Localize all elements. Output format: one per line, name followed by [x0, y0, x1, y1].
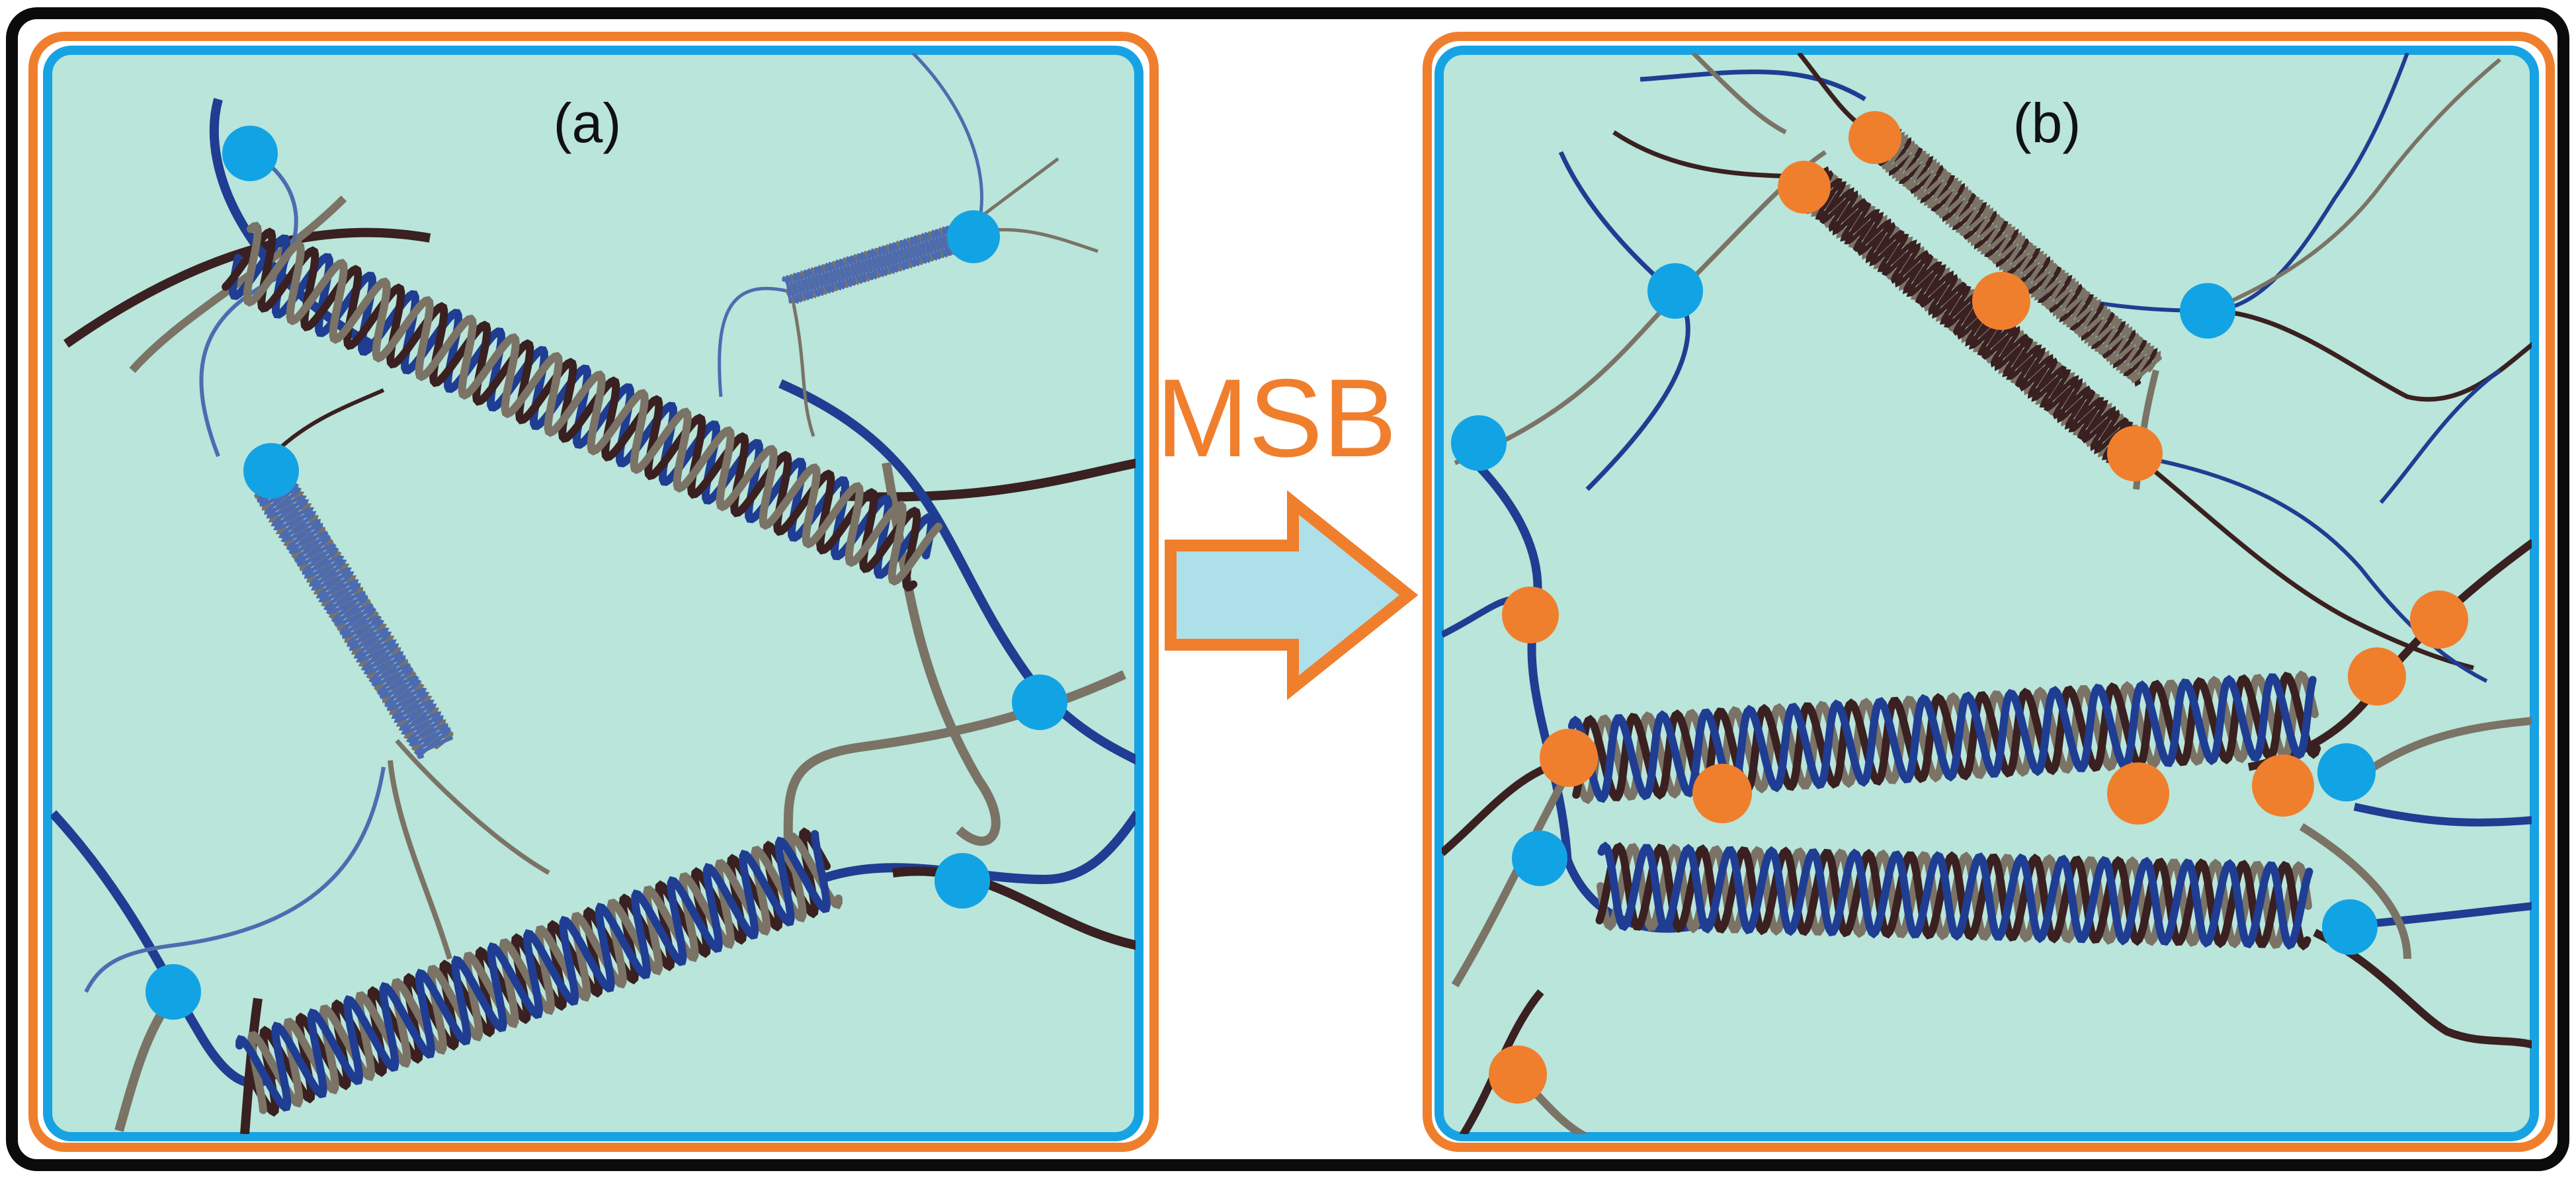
thin-strand	[792, 304, 815, 437]
thin-strand	[718, 286, 788, 397]
crosslink-node-orange	[2252, 754, 2314, 817]
crosslink-node-orange	[1778, 161, 1831, 214]
crosslink-node-orange	[1540, 729, 1598, 787]
strand	[209, 98, 373, 348]
crosslink-node-orange	[1972, 272, 2030, 330]
helix-strand	[782, 219, 981, 304]
crosslink-node-blue	[1647, 263, 1703, 319]
strand	[778, 379, 1136, 765]
crosslink-node-orange	[2107, 762, 2169, 825]
strand	[1451, 758, 1578, 988]
strand	[892, 866, 1136, 950]
thin-strand	[395, 739, 550, 876]
strand	[818, 811, 1136, 885]
helix-strand	[785, 218, 981, 305]
helix-strand	[1859, 119, 2158, 387]
crosslink-node-orange	[1692, 764, 1752, 823]
thin-strand	[388, 760, 452, 960]
helix-bundle	[222, 222, 942, 592]
strand	[2352, 717, 2532, 784]
crosslink-node-blue	[145, 964, 201, 1020]
helix-strand	[1860, 122, 2161, 380]
msb-label: MSB	[1156, 356, 1397, 480]
thin-strand	[977, 157, 1059, 220]
thin-strand	[269, 388, 385, 458]
thin-strand	[911, 53, 983, 225]
crosslink-node-blue	[2317, 743, 2376, 801]
crosslink-node-orange	[2107, 426, 2163, 481]
strand	[2299, 823, 2411, 959]
helix-strand	[228, 234, 936, 579]
panel-a-label: (a)	[554, 92, 622, 154]
helix-strand	[1597, 841, 2313, 950]
helix-strand	[1595, 842, 2311, 951]
helix-strand	[222, 227, 921, 592]
transition: MSB	[1156, 356, 1419, 700]
helix-bundle	[253, 471, 454, 759]
thin-strand	[2134, 454, 2474, 671]
helix-bundle	[1859, 116, 2162, 387]
crosslink-node-blue	[1512, 831, 1567, 886]
strand	[240, 998, 263, 1134]
helix-strand	[247, 827, 831, 1117]
thin-strand	[1691, 53, 1787, 135]
helix-strand	[243, 222, 942, 586]
helix-strand	[1597, 842, 2312, 950]
strand	[839, 458, 1136, 502]
helix-bundle	[235, 827, 843, 1117]
helix-strand	[247, 833, 843, 1114]
helix-strand	[255, 475, 451, 759]
strand	[2353, 803, 2532, 827]
crosslink-node-blue	[243, 443, 299, 499]
helix-bundle	[782, 218, 984, 305]
right-arrow-icon	[1165, 490, 1419, 700]
helix-strand	[1799, 174, 2149, 468]
crosslink-node-blue	[222, 126, 278, 181]
thin-strand	[2136, 454, 2488, 683]
crosslink-node-orange	[2348, 647, 2406, 706]
helix-strand	[1570, 670, 2319, 805]
helix-strand	[1798, 170, 2145, 475]
crosslink-node-orange	[1489, 1045, 1547, 1104]
panel-a-outer-border	[28, 32, 1159, 1152]
helix-strand	[1567, 673, 2317, 803]
panel-b-label: (b)	[2013, 92, 2081, 154]
crosslink-node-blue	[2180, 283, 2235, 339]
helix-strand	[235, 830, 831, 1112]
helix-bundle	[1595, 841, 2313, 951]
crosslink-node-orange	[2410, 590, 2468, 649]
thin-strand	[2208, 58, 2501, 313]
panel-b: (b)	[1423, 32, 2555, 1152]
thin-strand	[1640, 69, 1866, 102]
helix-strand	[1863, 116, 2162, 384]
thin-strand	[84, 766, 386, 993]
helix-strand	[253, 479, 454, 751]
crosslink-node-blue	[1451, 415, 1507, 471]
thin-strand	[2379, 368, 2501, 504]
crosslink-node-blue	[935, 853, 990, 909]
crosslink-node-blue	[2322, 899, 2378, 955]
panel-b-outer-border	[1423, 32, 2555, 1152]
crosslink-node-orange	[1502, 587, 1559, 643]
crosslink-node-orange	[1849, 111, 1901, 164]
strand	[2313, 928, 2532, 1049]
helix-strand	[785, 218, 984, 304]
crosslink-node-blue	[947, 210, 1000, 263]
crosslink-node-blue	[1012, 674, 1067, 730]
helix-strand	[257, 471, 453, 755]
panel-a: (a)	[28, 32, 1159, 1152]
